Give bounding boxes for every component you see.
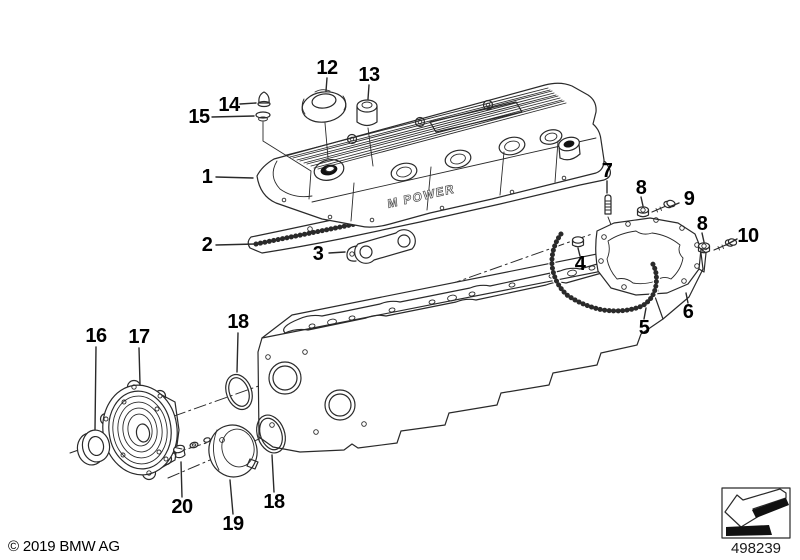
brand-arrow-icon	[724, 488, 789, 536]
callout-1[interactable]: 1	[201, 166, 213, 188]
callout-7[interactable]: 7	[601, 160, 613, 182]
seal-washer-drawing	[255, 111, 312, 200]
callout-9[interactable]: 9	[683, 188, 695, 210]
callout-8-lower[interactable]: 8	[696, 213, 708, 235]
nut-lower-drawing	[697, 242, 711, 254]
screw-9-drawing	[651, 199, 676, 213]
callout-20[interactable]: 20	[171, 496, 193, 518]
callout-14[interactable]: 14	[218, 94, 240, 116]
callout-5[interactable]: 5	[638, 317, 650, 339]
callout-3[interactable]: 3	[312, 243, 324, 265]
copyright-text: © 2019 BMW AG	[8, 538, 120, 555]
oil-cap-drawing	[301, 89, 347, 159]
callout-2[interactable]: 2	[201, 234, 213, 256]
callout-10[interactable]: 10	[737, 225, 759, 247]
callout-16[interactable]: 16	[85, 325, 107, 347]
callout-8-upper[interactable]: 8	[635, 177, 647, 199]
valve-cover-drawing: M POWER	[256, 82, 605, 228]
plug-20-drawing	[173, 437, 211, 459]
screw-10-drawing	[713, 238, 738, 251]
end-cover-drawing	[99, 379, 180, 481]
callout-19[interactable]: 19	[222, 513, 244, 535]
callout-6[interactable]: 6	[682, 301, 694, 323]
oil-filler-opening	[313, 159, 345, 181]
o-ring-lower-drawing	[256, 414, 286, 454]
sparkplug-recesses	[390, 129, 563, 182]
leader-lines	[94, 77, 738, 515]
blind-cover-drawing	[208, 424, 259, 478]
callout-18-upper[interactable]: 18	[227, 311, 249, 333]
callout-12[interactable]: 12	[316, 57, 338, 79]
callout-4[interactable]: 4	[574, 253, 586, 275]
callout-18-lower[interactable]: 18	[263, 491, 285, 513]
o-ring-upper-drawing	[225, 373, 253, 411]
breather-port	[558, 136, 581, 161]
sparkplug-gasket-drawing	[346, 229, 416, 264]
grommet-drawing	[356, 99, 378, 167]
stud-drawing	[604, 194, 612, 215]
callout-13[interactable]: 13	[358, 64, 380, 86]
chain-gasket-drawing	[548, 230, 660, 315]
shaft-seal-drawing	[76, 429, 111, 466]
plug-4-drawing	[571, 236, 585, 248]
brand-logo-box	[721, 487, 791, 539]
callout-17[interactable]: 17	[128, 326, 150, 348]
plug-screw-drawing	[257, 91, 271, 108]
nut-upper-drawing	[636, 206, 650, 218]
diagram-number: 498239	[730, 540, 782, 557]
callout-15[interactable]: 15	[188, 106, 210, 128]
